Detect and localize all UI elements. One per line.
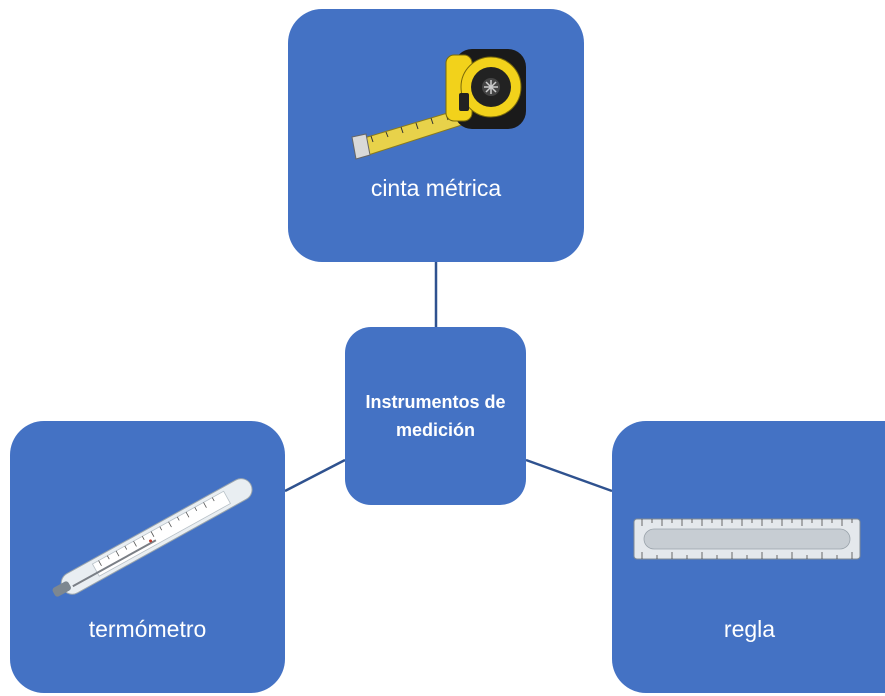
central-node[interactable]: Instrumentos de medición bbox=[345, 327, 526, 505]
thermometer-icon bbox=[52, 478, 253, 597]
central-node-label: Instrumentos de medición bbox=[365, 392, 506, 440]
node-regla[interactable]: regla bbox=[612, 421, 885, 693]
connector-left bbox=[284, 458, 346, 493]
node-cinta-metrica[interactable]: cinta métrica bbox=[288, 9, 584, 262]
node-termometro[interactable]: termómetro bbox=[10, 421, 285, 693]
ruler-icon bbox=[633, 518, 861, 560]
node-cinta-metrica-label: cinta métrica bbox=[370, 175, 502, 201]
node-termometro-label: termómetro bbox=[88, 616, 207, 642]
tape-measure-icon bbox=[351, 49, 526, 160]
connector-right bbox=[525, 458, 613, 493]
node-regla-label: regla bbox=[723, 616, 776, 642]
